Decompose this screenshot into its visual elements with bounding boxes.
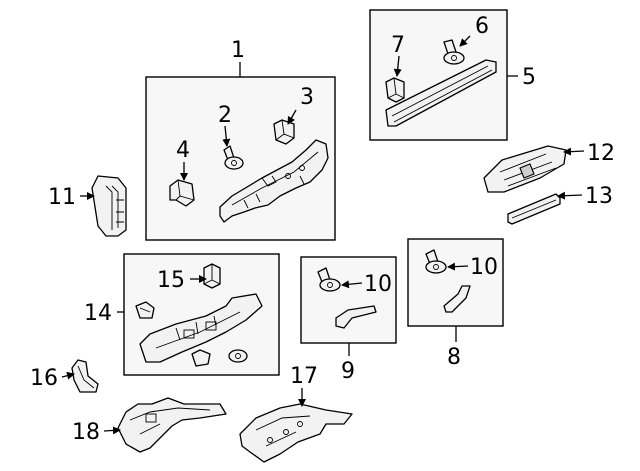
part-8-seal (443, 285, 471, 313)
callout-4: 4 (176, 138, 190, 163)
part-6-push-pin (443, 39, 465, 65)
callout-10-a: 10 (364, 272, 392, 297)
part-12-air-vent (483, 145, 567, 193)
callout-15: 15 (157, 268, 185, 293)
callout-1: 1 (231, 38, 245, 63)
callout-12: 12 (587, 141, 615, 166)
part-17-floor-panel (239, 403, 353, 463)
part-9-seal (335, 305, 377, 329)
part-10-pin-b (425, 249, 447, 274)
callout-6: 6 (475, 14, 489, 39)
part-15-clip (203, 263, 221, 289)
callout-18: 18 (72, 420, 100, 445)
callout-13: 13 (585, 184, 613, 209)
part-13-trim-strip (507, 193, 561, 225)
callout-17: 17 (290, 364, 318, 389)
part-2-push-pin (223, 145, 244, 170)
callout-14: 14 (84, 301, 112, 326)
leader-lines (61, 35, 585, 435)
callout-5: 5 (522, 65, 536, 90)
callout-8: 8 (447, 345, 461, 370)
part-1-bracket (219, 139, 329, 223)
part-10-pin-a (317, 267, 341, 292)
part-14-pin (228, 349, 248, 363)
callout-16: 16 (30, 366, 58, 391)
callout-2: 2 (218, 103, 232, 128)
part-14-nut (135, 301, 155, 319)
part-7-clip (385, 77, 405, 103)
callout-10-b: 10 (470, 255, 498, 280)
callout-11: 11 (48, 185, 76, 210)
callout-3: 3 (300, 85, 314, 110)
part-11-vent (91, 175, 127, 237)
group-box-8 (407, 238, 504, 327)
callout-9: 9 (341, 359, 355, 384)
group-box-9 (300, 256, 397, 344)
part-18-floor-bracket (117, 397, 227, 453)
part-5-scuff-plate (385, 59, 497, 127)
part-14-bracket (139, 293, 263, 363)
part-16-bracket (71, 359, 99, 393)
part-14-nut-b (191, 349, 211, 367)
part-3-clip (273, 119, 295, 145)
callout-7: 7 (391, 33, 405, 58)
